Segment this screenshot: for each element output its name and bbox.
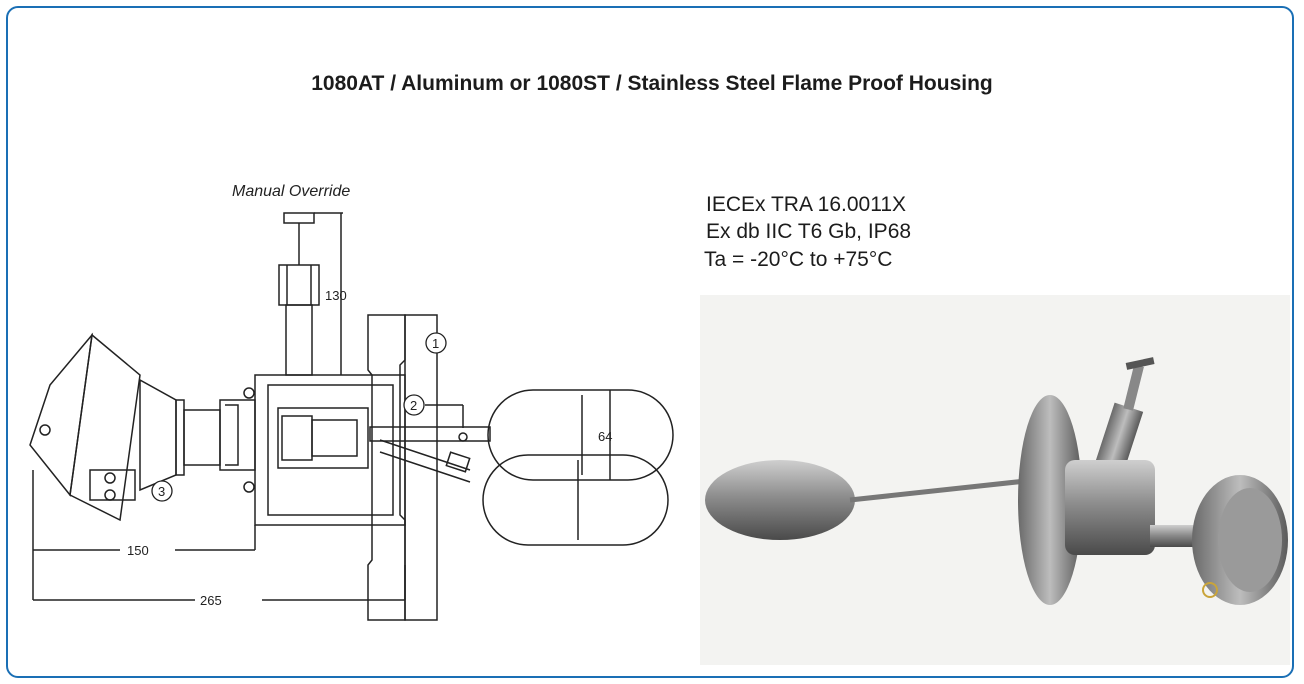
dim-housing-length: 150: [127, 543, 149, 558]
dim-overall-length: 265: [200, 593, 222, 608]
dim-float-height: 64: [598, 429, 612, 444]
callout-3: [151, 480, 173, 502]
page-title: 1080AT / Aluminum or 1080ST / Stainless …: [311, 72, 993, 95]
photo-body: [1065, 460, 1155, 555]
float-lower: [482, 454, 669, 546]
dim-override-height: 130: [325, 288, 347, 303]
photo-flange: [1018, 395, 1082, 605]
callout-2-label: 2: [410, 398, 417, 413]
panel-frame: [6, 6, 1294, 678]
callout-3-label: 3: [158, 484, 165, 499]
cert-line-3: Ta = -20°C to +75°C: [704, 248, 893, 271]
callout-1-label: 1: [432, 336, 439, 351]
cert-line-1: IECEx TRA 16.0011X: [706, 193, 907, 216]
drawing-lines: [29, 212, 674, 621]
manual-override-label: Manual Override: [232, 183, 351, 200]
callout-1: [425, 332, 447, 354]
photo-rod: [849, 477, 1036, 503]
callout-2: [403, 394, 425, 416]
float-upper: [487, 389, 674, 481]
photo-float: [705, 460, 855, 540]
cert-line-2: Ex db IIC T6 Gb, IP68: [706, 220, 912, 243]
terminal-cover: [29, 332, 94, 497]
